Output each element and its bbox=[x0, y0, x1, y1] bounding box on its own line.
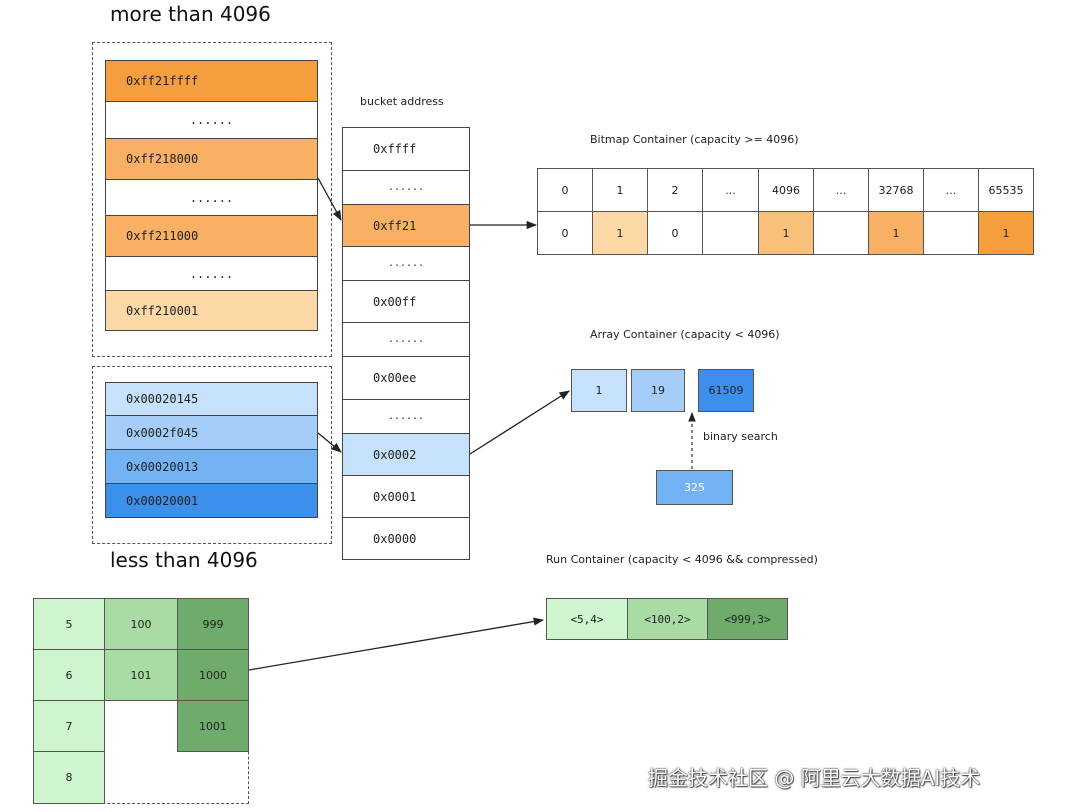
high-value-cell: 0xff211000 bbox=[105, 215, 318, 257]
less-than-heading: less than 4096 bbox=[110, 548, 258, 572]
arrow-low-to-bucket bbox=[317, 432, 342, 453]
run-source-cell: 999 bbox=[177, 598, 249, 650]
watermark-text: 掘金技术社区 @ 阿里云大数据AI技术 bbox=[648, 766, 981, 790]
run-item: <100,2> bbox=[627, 598, 708, 640]
run-source-cell: 6 bbox=[33, 649, 105, 701]
ellipsis-cell: ...... bbox=[105, 101, 318, 139]
low-value-cell: 0x00020013 bbox=[105, 449, 318, 484]
bucket-ellipsis: ...... bbox=[342, 170, 470, 205]
high-value-cell: 0xff210001 bbox=[105, 290, 318, 331]
run-source-cell: 8 bbox=[33, 751, 105, 804]
run-container-title: Run Container (capacity < 4096 && compre… bbox=[546, 553, 818, 566]
arrow-high-to-bucket bbox=[317, 177, 342, 221]
ellipsis-cell: ...... bbox=[105, 179, 318, 216]
run-source-cell: 7 bbox=[33, 700, 105, 752]
search-value-box: 325 bbox=[656, 470, 733, 505]
binary-search-label: binary search bbox=[703, 430, 778, 443]
high-values-group bbox=[92, 42, 332, 357]
array-item: 61509 bbox=[698, 369, 754, 412]
arrow-source-to-run bbox=[248, 617, 545, 671]
bucket-cell: 0x0000 bbox=[342, 517, 470, 560]
more-than-heading: more than 4096 bbox=[110, 2, 271, 26]
bucket-address-label: bucket address bbox=[360, 95, 444, 108]
bucket-cell: 0x00ff bbox=[342, 280, 470, 323]
bucket-ellipsis: ...... bbox=[342, 399, 470, 434]
run-source-cell: 1000 bbox=[177, 649, 249, 701]
array-item: 1 bbox=[571, 369, 627, 412]
array-container-title: Array Container (capacity < 4096) bbox=[590, 328, 780, 341]
bucket-cell: 0x0001 bbox=[342, 475, 470, 518]
arrow-bucket-to-array bbox=[469, 390, 570, 455]
run-item: <5,4> bbox=[546, 598, 628, 640]
run-source-cell: 100 bbox=[104, 598, 178, 650]
run-source-cell: 101 bbox=[104, 649, 178, 701]
low-value-cell: 0x00020145 bbox=[105, 382, 318, 416]
bitmap-bit-set: 1 bbox=[758, 211, 814, 255]
low-values-group bbox=[92, 366, 332, 544]
bitmap-container-title: Bitmap Container (capacity >= 4096) bbox=[590, 133, 799, 146]
run-item: <999,3> bbox=[707, 598, 788, 640]
array-item: 19 bbox=[631, 369, 685, 412]
low-value-cell: 0x00020001 bbox=[105, 483, 318, 518]
bitmap-bit-set: 1 bbox=[592, 211, 648, 255]
run-source-cell: 1001 bbox=[177, 700, 249, 752]
bucket-ellipsis: ...... bbox=[342, 246, 470, 281]
bucket-cell-highlighted: 0x0002 bbox=[342, 433, 470, 476]
bucket-ellipsis: ...... bbox=[342, 322, 470, 357]
bitmap-bit-set: 1 bbox=[978, 211, 1034, 255]
bucket-cell: 0xffff bbox=[342, 127, 470, 171]
